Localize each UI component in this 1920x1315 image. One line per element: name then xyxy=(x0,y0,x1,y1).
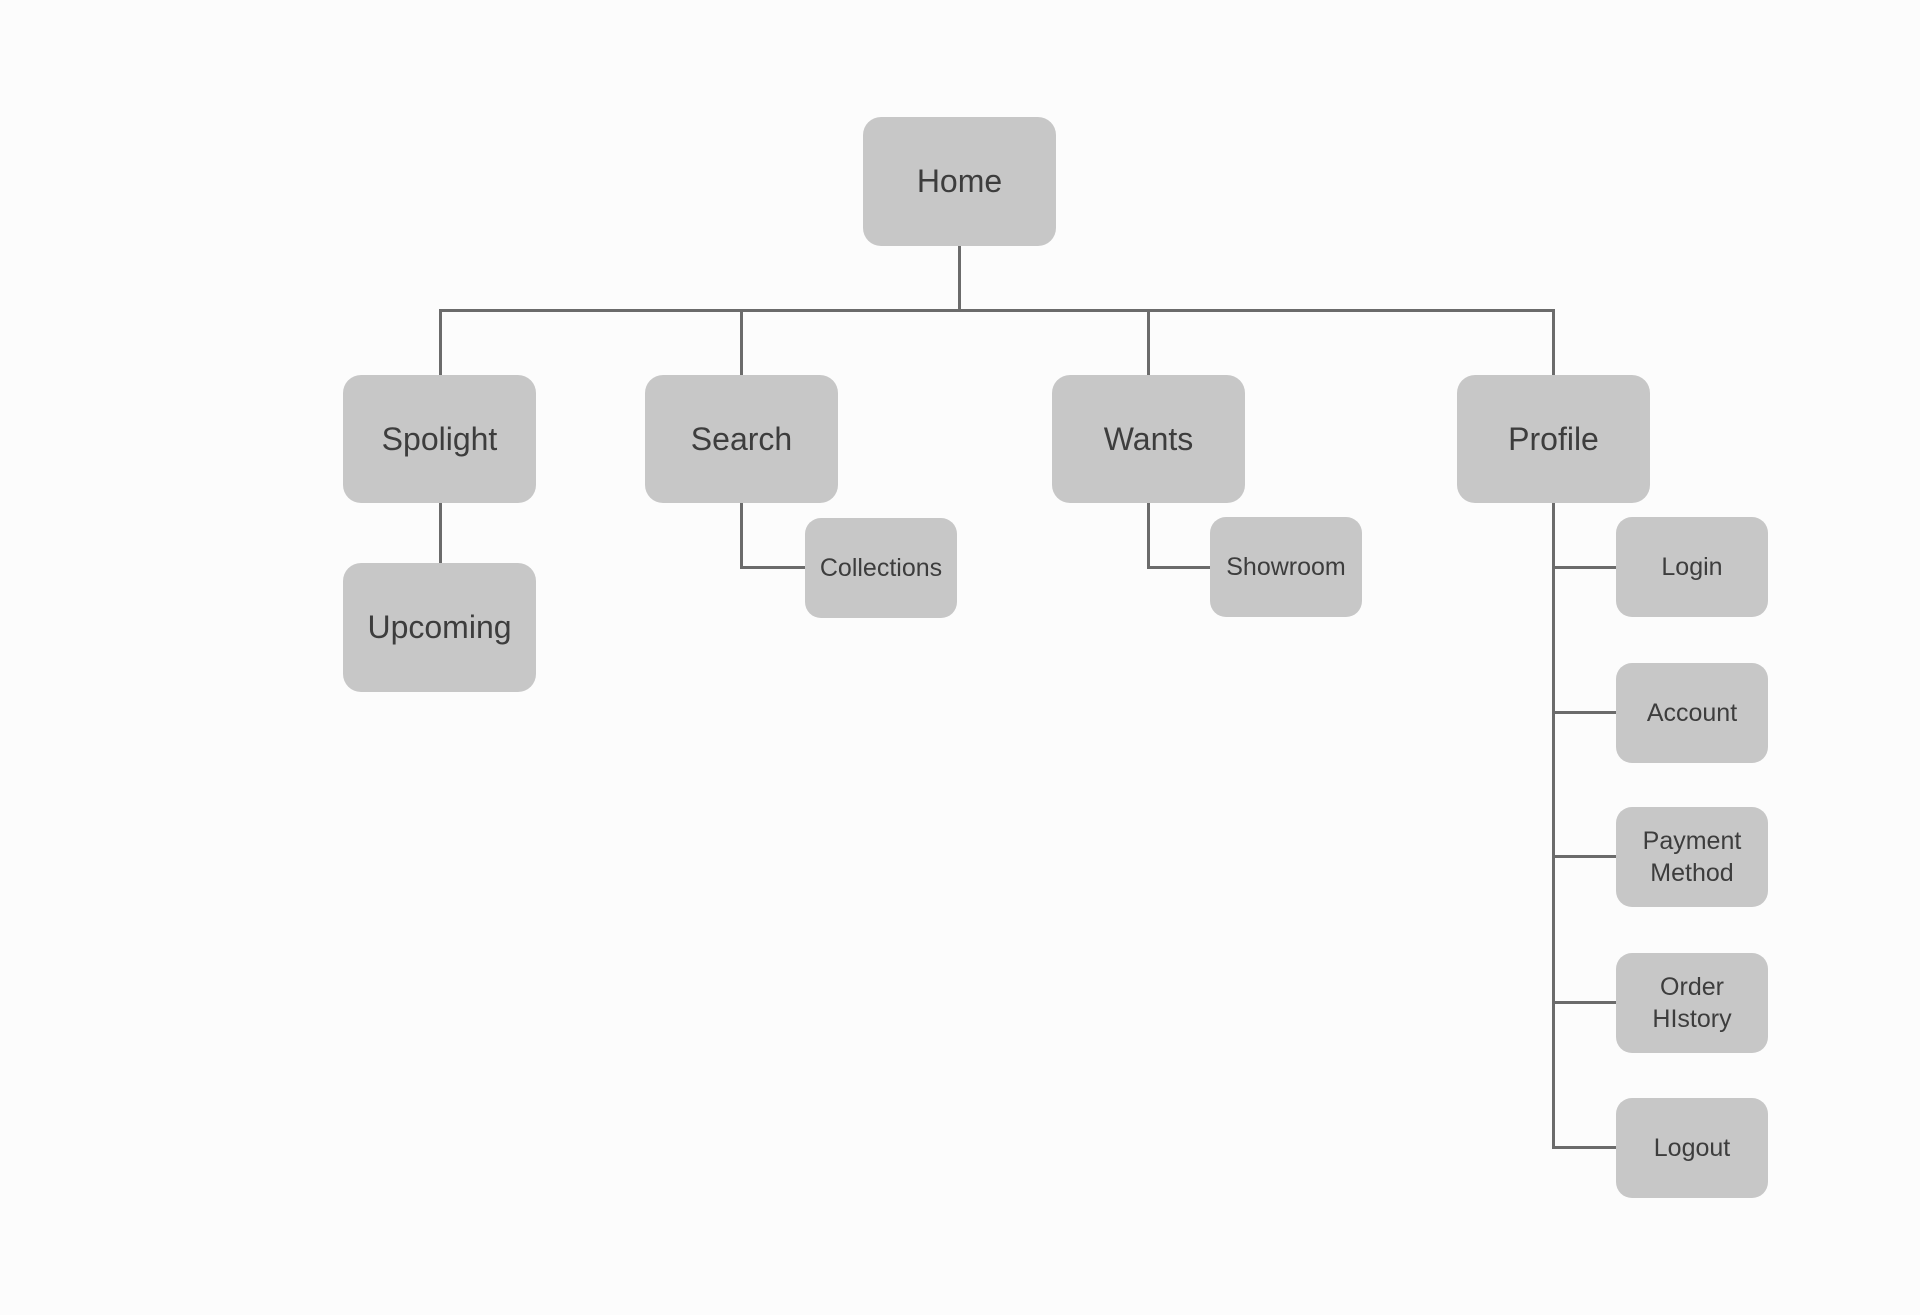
node-home: Home xyxy=(863,117,1056,246)
edge-profile-account xyxy=(1552,711,1616,714)
node-account: Account xyxy=(1616,663,1768,763)
node-payment-method: Payment Method xyxy=(1616,807,1768,907)
edge-home-stem xyxy=(958,246,961,311)
edge-spolight-upcoming xyxy=(439,503,442,563)
edge-drop-search xyxy=(740,311,743,375)
edge-profile-trunk xyxy=(1552,503,1555,1149)
node-search: Search xyxy=(645,375,838,503)
edge-profile-login xyxy=(1552,566,1616,569)
edge-children-bus xyxy=(439,309,1555,312)
edge-drop-profile xyxy=(1552,311,1555,375)
edge-drop-spolight xyxy=(439,311,442,375)
edge-wants-showroom-h xyxy=(1147,566,1210,569)
edge-profile-payment-method xyxy=(1552,855,1616,858)
node-order-history: Order HIstory xyxy=(1616,953,1768,1053)
edge-search-collections-h xyxy=(740,566,805,569)
edge-profile-order-history xyxy=(1552,1001,1616,1004)
node-showroom: Showroom xyxy=(1210,517,1362,617)
edge-search-collections-v xyxy=(740,503,743,569)
node-logout: Logout xyxy=(1616,1098,1768,1198)
node-profile: Profile xyxy=(1457,375,1650,503)
edge-drop-wants xyxy=(1147,311,1150,375)
node-collections: Collections xyxy=(805,518,957,618)
node-upcoming: Upcoming xyxy=(343,563,536,692)
edge-profile-logout xyxy=(1552,1146,1616,1149)
edge-wants-showroom-v xyxy=(1147,503,1150,569)
node-spolight: Spolight xyxy=(343,375,536,503)
node-wants: Wants xyxy=(1052,375,1245,503)
node-login: Login xyxy=(1616,517,1768,617)
